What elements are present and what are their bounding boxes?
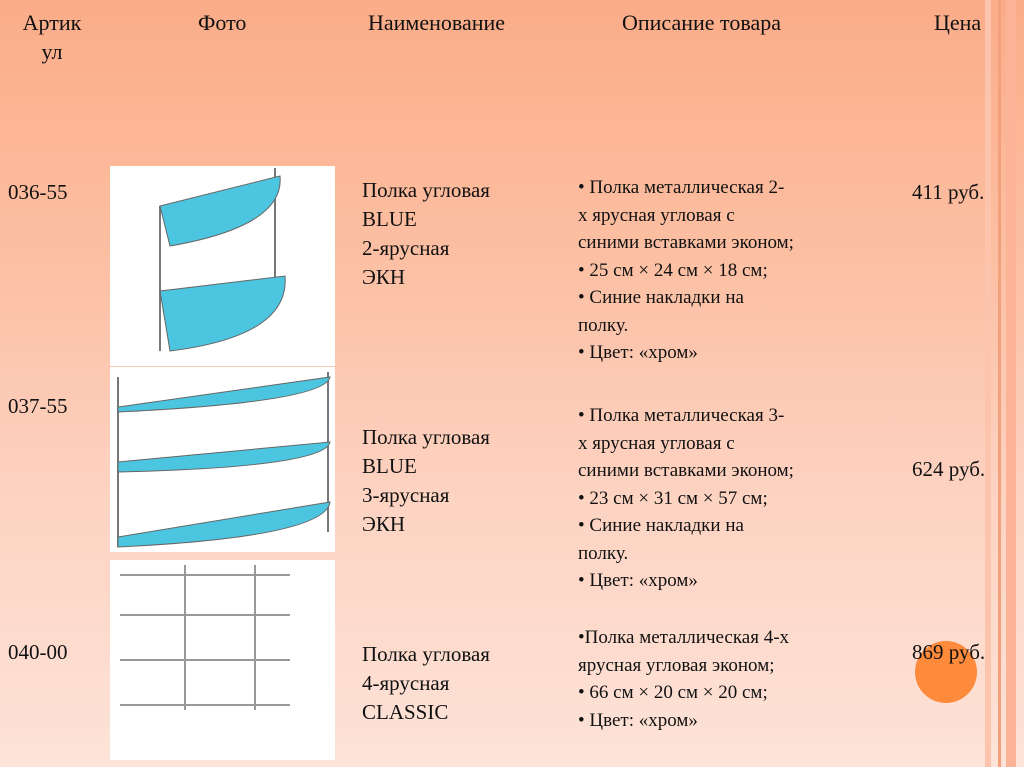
product-photo — [110, 560, 335, 760]
header-name: Наименование — [368, 10, 506, 35]
header-photo: Фото — [198, 10, 247, 35]
row-description: • Полка металлическая 3-х ярусная углова… — [578, 405, 794, 591]
header-article: Артик ул — [22, 10, 82, 64]
row-article: 036-55 — [8, 180, 68, 204]
row-article: 040-00 — [8, 640, 68, 664]
row-price: 869 руб. — [912, 640, 986, 664]
decor-stripe — [985, 0, 991, 767]
header-price: Цена — [934, 10, 982, 35]
decor-stripe — [1006, 0, 1016, 767]
row-price: 624 руб. — [912, 457, 986, 481]
row-description: • Полка металлическая 2-х ярусная углова… — [578, 177, 794, 363]
decor-circle — [915, 641, 977, 703]
header-description: Описание товара — [622, 10, 781, 35]
row-price: 411 руб. — [912, 180, 985, 204]
product-photo — [110, 166, 335, 366]
row-article: 037-55 — [8, 394, 68, 418]
product-photo — [110, 367, 335, 552]
decor-stripe — [998, 0, 1001, 767]
